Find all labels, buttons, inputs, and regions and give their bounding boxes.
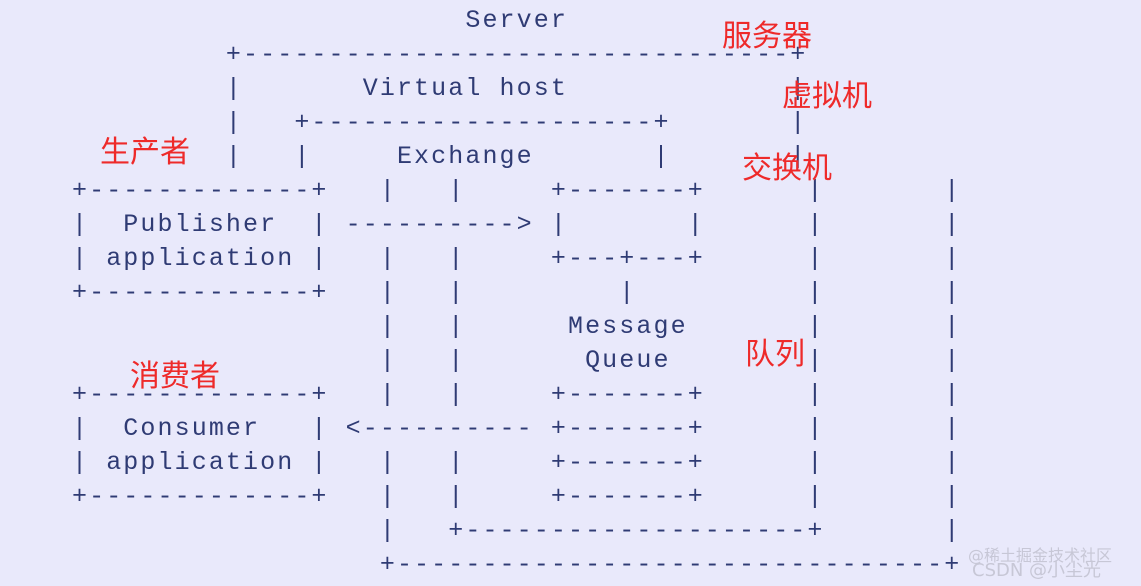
ascii-line: | application | | | +---+---+ | | [72,244,962,273]
ascii-line: | application | | | +-------+ | | [72,448,962,477]
server-cn-label: 服务器 [722,19,812,54]
ascii-line: | +--------------------+ | [72,108,808,137]
ascii-line: | Virtual host | [72,74,808,103]
ascii-line: | | Exchange | | [72,142,808,171]
ascii-line: | | Message | | [72,312,962,341]
ascii-line: | +--------------------+ | [72,516,962,545]
ascii-line: +--------------------------------+ [72,550,962,579]
ascii-line: +-------------+ | | +-------+ | | [72,176,962,205]
virtual-host-cn-label: 虚拟机 [782,79,872,114]
consumer-cn-label: 消费者 [130,359,220,394]
ascii-line: Server [72,6,568,35]
exchange-cn-label: 交换机 [742,151,832,186]
ascii-line: +-------------+ | | | | | [72,278,962,307]
ascii-line: +-------------+ | | +-------+ | | [72,380,962,409]
producer-cn-label: 生产者 [100,135,190,170]
ascii-line: | | Queue | | [72,346,962,375]
ascii-line: | Consumer | <---------- +-------+ | | [72,414,962,443]
watermark-juejin: @稀土掘金技术社区 [968,546,1113,565]
watermark-csdn: CSDN @小尘光 [972,560,1102,581]
ascii-diagram: Server +--------------------------------… [72,4,961,582]
ascii-line: +--------------------------------+ [72,40,808,69]
queue-cn-label: 队列 [745,337,805,372]
ascii-line: | Publisher | ----------> | | | | [72,210,962,239]
ascii-line: +-------------+ | | +-------+ | | [72,482,962,511]
